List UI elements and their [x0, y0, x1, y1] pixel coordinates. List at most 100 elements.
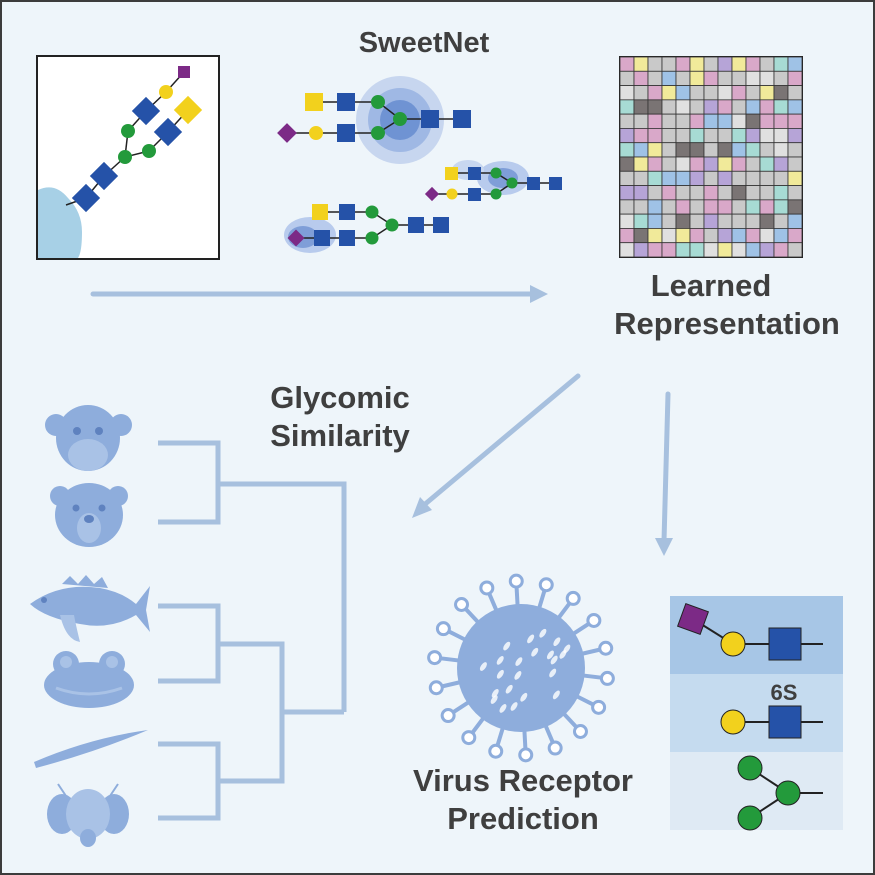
matrix-cell [633, 228, 649, 244]
matrix-cell [745, 185, 761, 201]
matrix-cell [745, 199, 761, 215]
matrix-cell [745, 142, 761, 158]
glycomic-label: Glycomic [270, 380, 410, 415]
matrix-cell [787, 99, 803, 115]
representation-label: Representation [614, 306, 840, 341]
matrix-cell [619, 242, 635, 258]
matrix-cell [633, 142, 649, 158]
matrix-cell [619, 156, 635, 172]
matrix-cell [717, 213, 733, 229]
matrix-cell [717, 170, 733, 186]
matrix-cell [759, 85, 775, 101]
matrix-cell [633, 213, 649, 229]
matrix-cell [675, 228, 691, 244]
matrix-cell [731, 113, 747, 129]
virus-surface-mark [490, 695, 498, 704]
matrix-cell [745, 156, 761, 172]
similarity-label: Similarity [270, 418, 410, 453]
matrix-cell [675, 185, 691, 201]
arrows [90, 285, 673, 556]
matrix-cell [647, 213, 663, 229]
matrix-cell [787, 56, 803, 72]
virus-spike-tip [599, 670, 615, 686]
matrix-cell [745, 128, 761, 144]
virus-spike-tip [461, 730, 477, 746]
virus-spike-tip [508, 573, 524, 589]
matrix-cell [675, 56, 691, 72]
matrix-cell [787, 128, 803, 144]
matrix-cell [689, 170, 705, 186]
matrix-cell [745, 99, 761, 115]
matrix-cell [787, 170, 803, 186]
matrix-cell [661, 113, 677, 129]
worm-icon [34, 730, 148, 768]
matrix-cell [717, 185, 733, 201]
matrix-cell [773, 156, 789, 172]
matrix-cell [745, 213, 761, 229]
matrix-cell [773, 128, 789, 144]
matrix-cell [773, 170, 789, 186]
virus-surface-mark [539, 628, 547, 638]
matrix-cell [759, 113, 775, 129]
matrix-cell [689, 185, 705, 201]
matrix-cell [717, 156, 733, 172]
matrix-cell [759, 70, 775, 86]
monkey-icon [45, 405, 132, 471]
matrix-cell [661, 213, 677, 229]
matrix-cell [619, 99, 635, 115]
matrix-cell [661, 242, 677, 258]
learned-label: Learned [651, 268, 772, 303]
matrix-cell [731, 85, 747, 101]
matrix-cell [633, 156, 649, 172]
matrix-cell [703, 156, 719, 172]
matrix-cell [647, 56, 663, 72]
receptor-panel: 6S [670, 596, 843, 831]
matrix-cell [633, 56, 649, 72]
matrix-cell [661, 228, 677, 244]
matrix-cell [647, 242, 663, 258]
virus-spike-tip [488, 743, 504, 759]
virus-spike-tip [591, 699, 607, 715]
matrix-cell [689, 156, 705, 172]
matrix-cell [731, 156, 747, 172]
matrix-cell [731, 142, 747, 158]
matrix-cell [759, 213, 775, 229]
virus-surface-mark [503, 641, 511, 651]
virus-surface-mark [496, 669, 504, 679]
matrix-cell [759, 199, 775, 215]
matrix-cell [675, 142, 691, 158]
matrix-cell [633, 128, 649, 144]
matrix-cell [703, 113, 719, 129]
matrix-cell [759, 56, 775, 72]
frog-icon [44, 651, 134, 708]
matrix-cell [773, 142, 789, 158]
matrix-cell [633, 85, 649, 101]
virus-surface-mark [496, 656, 504, 665]
virus-body [457, 604, 585, 732]
matrix-cell [647, 199, 663, 215]
matrix-cell [689, 213, 705, 229]
matrix-cell [647, 228, 663, 244]
matrix-cell [689, 142, 705, 158]
virus-surface-mark [514, 671, 522, 680]
dendrogram [158, 440, 347, 821]
virus-surface-mark [550, 655, 558, 665]
matrix-cell [661, 156, 677, 172]
matrix-cell [745, 113, 761, 129]
matrix-cell [759, 228, 775, 244]
matrix-cell [689, 128, 705, 144]
matrix-cell [633, 70, 649, 86]
matrix-cell [689, 242, 705, 258]
matrix-cell [759, 242, 775, 258]
virus-spike-tip [427, 650, 443, 666]
virus-surface-mark [546, 650, 554, 660]
sulfation-label: 6S [771, 680, 798, 705]
virus-surface-mark [563, 644, 571, 654]
matrix-cell [731, 128, 747, 144]
matrix-cell [619, 70, 635, 86]
matrix-cell [661, 170, 677, 186]
matrix-cell [717, 228, 733, 244]
matrix-cell [773, 85, 789, 101]
virus-surface-mark [510, 702, 518, 711]
virus-spike-tip [479, 580, 495, 596]
